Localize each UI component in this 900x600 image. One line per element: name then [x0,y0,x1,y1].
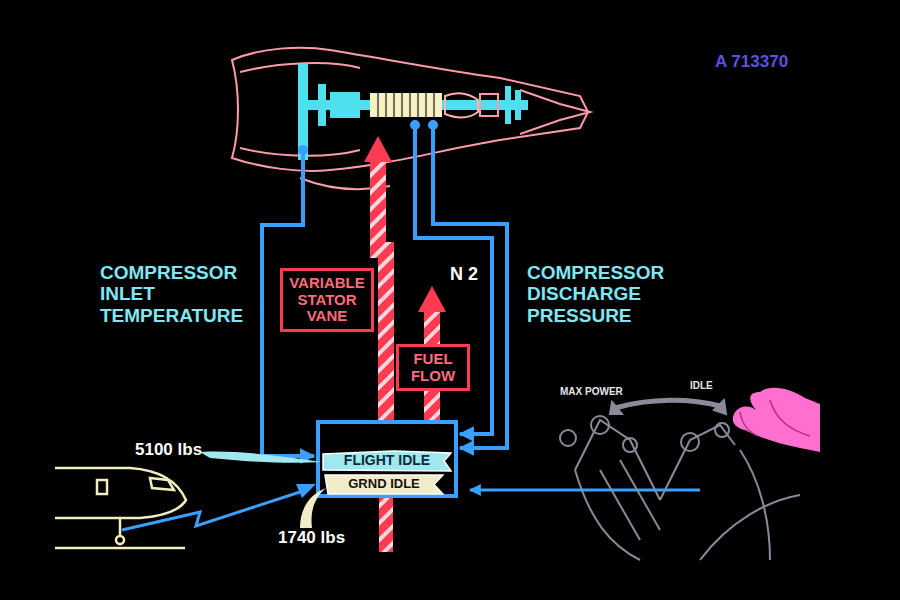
callout-value: 5100 lbs [135,440,202,459]
fuel-control-box [318,422,456,496]
figure-number: A 713370 [715,52,788,71]
node-text: FUEL FLOW [404,351,462,384]
position-label: IDLE [690,380,713,391]
node-text: VARIABLE STATOR VANE [288,275,366,325]
signal-box: VARIABLE STATOR VANE [280,268,374,332]
sensing-lines [262,122,507,456]
airplane-nose [55,468,186,548]
signal-bolt-head [296,484,316,498]
node-text: FLIGHT IDLE [344,453,430,468]
idle-band: GRND IDLE [324,474,444,495]
callout-value: 1740 lbs [278,528,345,547]
compressor [370,93,498,118]
signal-label: COMPRESSOR DISCHARGE PRESSURE [527,262,667,326]
signal-box: FUEL FLOW [396,344,470,391]
node-text: GRND IDLE [348,477,420,491]
signal-label: N 2 [450,264,478,284]
idle-band: FLIGHT IDLE [322,450,452,472]
signal-bolt [122,492,300,530]
position-label: MAX POWER [560,386,623,397]
callout-swoosh [200,452,322,463]
engine-drawing [232,48,590,190]
signal-label: COMPRESSOR INLET TEMPERATURE [100,262,250,326]
hand [733,388,820,452]
